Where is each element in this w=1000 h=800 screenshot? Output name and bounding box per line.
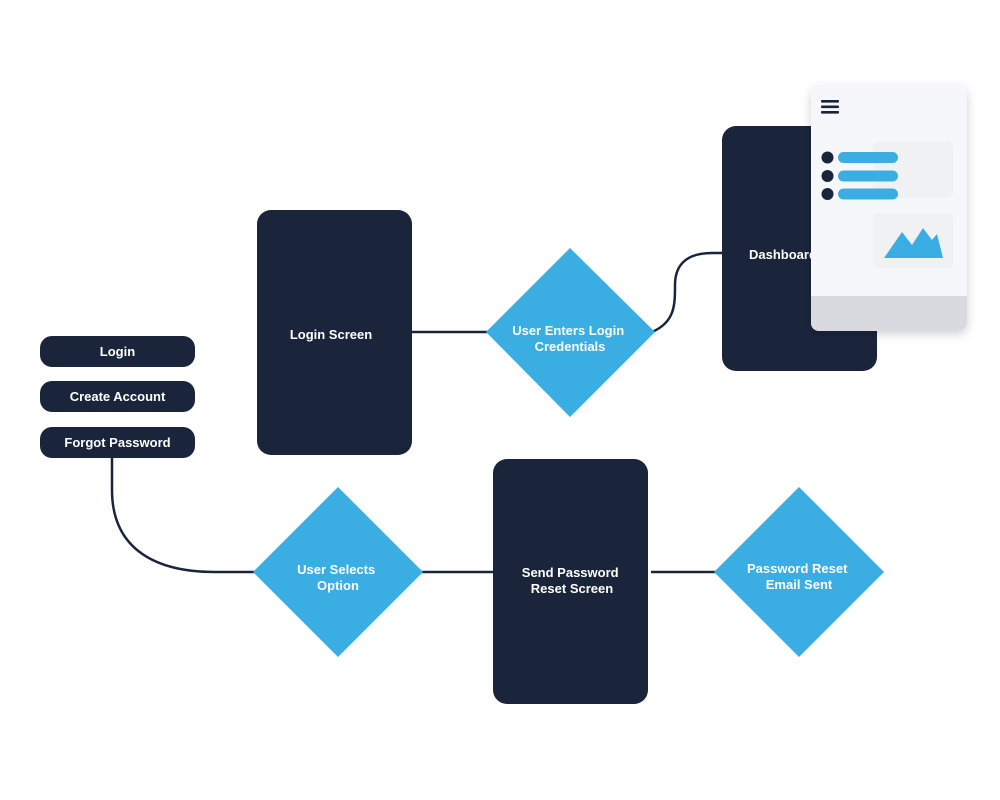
connector-decision-to-dashboard [651, 251, 723, 334]
decision-reset-email-sent[interactable]: Password Reset Email Sent [714, 487, 884, 657]
hamburger-menu-icon [821, 100, 839, 114]
option-create-account-button[interactable]: Create Account [40, 381, 195, 412]
option-login-button[interactable]: Login [40, 336, 195, 367]
dashboard-label: Dashboard [749, 247, 817, 262]
connector-forgot-to-select [110, 458, 258, 574]
decision-line-1: Password Reset [747, 561, 848, 576]
mockup-chart-card [873, 213, 953, 268]
decision-line-2: Option [317, 578, 359, 593]
mockup-list [821, 151, 898, 200]
decision-line-1: User Enters Login [512, 323, 624, 338]
send-reset-line-1: Send Password [522, 565, 619, 580]
option-login-label: Login [100, 344, 135, 359]
decision-reset-email-sent-label: Password Reset Email Sent [747, 561, 851, 592]
decision-user-selects-option-label: User Selects Option [297, 562, 379, 593]
decision-line-2: Email Sent [766, 577, 833, 592]
send-reset-line-2: Reset Screen [531, 581, 613, 596]
option-forgot-password-button[interactable]: Forgot Password [40, 427, 195, 458]
decision-user-enters-credentials[interactable]: User Enters Login Credentials [486, 248, 655, 417]
mountain-chart-icon [884, 228, 943, 258]
decision-line-1: User Selects [297, 562, 375, 577]
option-forgot-password-label: Forgot Password [64, 435, 170, 450]
send-reset-screen-label: Send Password Reset Screen [522, 565, 622, 596]
login-screen-label: Login Screen [290, 327, 372, 342]
option-create-account-label: Create Account [70, 389, 166, 404]
send-reset-screen-node[interactable]: Send Password Reset Screen [493, 459, 648, 704]
decision-line-2: Credentials [535, 339, 606, 354]
decision-user-enters-credentials-label: User Enters Login Credentials [512, 323, 628, 354]
decision-user-selects-option[interactable]: User Selects Option [253, 487, 423, 657]
dashboard-mockup [811, 86, 967, 331]
login-screen-node[interactable]: Login Screen [257, 210, 412, 455]
mockup-footer [811, 296, 967, 331]
